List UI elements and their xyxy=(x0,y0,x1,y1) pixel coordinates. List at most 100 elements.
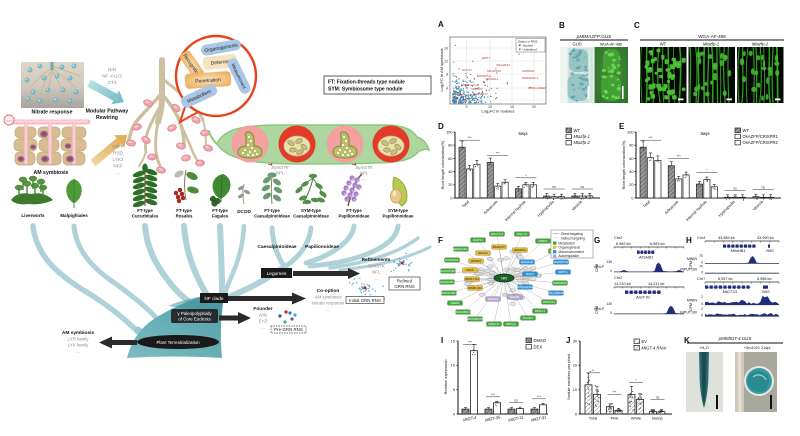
svg-text:Organogenesis: Organogenesis xyxy=(559,246,581,250)
svg-text:Total: Total xyxy=(642,199,652,209)
svg-text:AM symbiosis: AM symbiosis xyxy=(313,295,342,300)
svg-text:J: J xyxy=(566,336,570,345)
svg-text:NIN: NIN xyxy=(501,276,507,280)
svg-text:MtNCRL/W: MtNCRL/W xyxy=(514,249,526,252)
svg-text:SYM-type: SYM-type xyxy=(301,208,322,213)
svg-text:+Sm1021 21dpi: +Sm1021 21dpi xyxy=(744,346,771,350)
svg-text:WGA-AF-488: WGA-AF-488 xyxy=(600,43,622,47)
svg-text:Penetration: Penetration xyxy=(195,77,221,85)
svg-text:OsAZFP/CRISPR2: OsAZFP/CRISPR2 xyxy=(743,140,779,145)
svg-text:LYR family: LYR family xyxy=(68,337,90,342)
svg-text:RNLP: RNLP xyxy=(594,307,604,311)
svg-text:Nitrate response: Nitrate response xyxy=(312,301,345,306)
svg-text:...: ... xyxy=(278,176,282,181)
svg-text:0: 0 xyxy=(701,261,703,265)
svg-text:40: 40 xyxy=(448,170,452,174)
svg-text:MtGT-4: MtGT-4 xyxy=(526,273,534,276)
svg-text:Papilionoideae: Papilionoideae xyxy=(305,244,339,250)
svg-text:MtRNANRRNAT3: MtRNANRRNAT3 xyxy=(466,318,485,321)
svg-text:0: 0 xyxy=(701,271,703,275)
svg-text:***: *** xyxy=(649,136,654,140)
svg-text:DEX: DEX xyxy=(534,345,543,350)
svg-text:Metabolism: Metabolism xyxy=(559,241,576,245)
svg-text:100: 100 xyxy=(627,130,633,134)
svg-text:...: ... xyxy=(76,349,80,354)
svg-text:AZFP: AZFP xyxy=(112,144,124,149)
svg-text:γ Paleopolyploidy: γ Paleopolyploidy xyxy=(177,311,212,316)
svg-text:FT-type: FT-type xyxy=(264,208,280,213)
svg-text:70: 70 xyxy=(699,265,703,269)
svg-text:Mtazfp-2: Mtazfp-2 xyxy=(752,42,769,47)
svg-text:Initial GRN RNS: Initial GRN RNS xyxy=(349,298,381,303)
svg-text:CPM: CPM xyxy=(595,306,599,314)
svg-text:4: 4 xyxy=(446,86,448,90)
svg-text:H: H xyxy=(686,236,692,245)
svg-text:RSD: RSD xyxy=(113,151,123,156)
svg-text:NFL: NFL xyxy=(372,270,381,275)
svg-text:LYK3: LYK3 xyxy=(113,157,124,162)
svg-text:SYM: Symbiosome type nodule: SYM: Symbiosome type nodule xyxy=(328,87,403,93)
svg-text:Nodule numbers per plant: Nodule numbers per plant xyxy=(566,353,571,400)
svg-text:14,210 kb: 14,210 kb xyxy=(614,282,631,286)
svg-text:10: 10 xyxy=(488,105,492,109)
svg-text:Legumes: Legumes xyxy=(267,271,287,277)
svg-text:Cucurbitales: Cucurbitales xyxy=(132,214,159,219)
svg-text:***: *** xyxy=(468,341,473,345)
svg-text:MtNOOT1/2: MtNOOT1/2 xyxy=(491,233,504,236)
svg-text:0: 0 xyxy=(610,311,612,315)
svg-text:**: ** xyxy=(592,369,595,373)
svg-text:CPM: CPM xyxy=(595,264,599,272)
svg-text:16: 16 xyxy=(444,46,448,50)
svg-text:Chr2: Chr2 xyxy=(614,276,622,280)
svg-text:Direct targeting: Direct targeting xyxy=(561,232,583,236)
svg-text:Relative expression: Relative expression xyxy=(443,360,448,395)
svg-text:AtWFEND-1: AtWFEND-1 xyxy=(522,76,539,80)
svg-text:NPL: NPL xyxy=(360,171,369,176)
svg-text:6,957 kb: 6,957 kb xyxy=(718,277,733,281)
svg-text:GRN RNS: GRN RNS xyxy=(394,284,414,289)
svg-text:MtNLICFO-C: MtNLICFO-C xyxy=(461,83,479,87)
svg-text:Root length colonization(%): Root length colonization(%) xyxy=(621,140,626,190)
svg-text:MtVAMP721d: MtVAMP721d xyxy=(554,261,569,264)
svg-text:NF clade: NF clade xyxy=(204,296,224,302)
svg-text:0: 0 xyxy=(701,314,703,318)
svg-text:NtA1/C: NtA1/C xyxy=(462,68,473,72)
svg-text:15: 15 xyxy=(451,339,455,343)
svg-text:60: 60 xyxy=(629,157,633,161)
svg-text:Caesalpinioideae: Caesalpinioideae xyxy=(257,244,297,250)
svg-text:AM symbiosis: AM symbiosis xyxy=(34,170,69,176)
svg-text:SymSTK: SymSTK xyxy=(355,165,373,170)
svg-text:NIN: NIN xyxy=(259,313,267,318)
svg-text:AtMSymREM: AtMSymREM xyxy=(528,86,547,90)
svg-text:*: * xyxy=(635,379,637,383)
svg-text:...: ... xyxy=(110,85,114,90)
svg-text:FT-type: FT-type xyxy=(346,208,362,213)
svg-text:MtRAM1?: MtRAM1? xyxy=(474,92,488,96)
svg-text:G: G xyxy=(594,236,600,245)
svg-text:2: 2 xyxy=(701,307,703,311)
svg-text:Defense: Defense xyxy=(211,59,230,67)
svg-text:FT-type: FT-type xyxy=(212,208,228,213)
svg-text:MtNIGT1/L: MtNIGT1/L xyxy=(488,323,500,326)
svg-text:MtNIN: MtNIN xyxy=(687,299,698,303)
svg-text:Refined: Refined xyxy=(397,279,413,284)
svg-text:Refinements: Refinements xyxy=(362,257,391,263)
svg-text:spore: spore xyxy=(6,119,13,123)
svg-text:+H₂O: +H₂O xyxy=(699,346,708,350)
svg-text:Papilionoideae: Papilionoideae xyxy=(339,214,371,219)
svg-text:8: 8 xyxy=(446,72,448,76)
svg-text:MtVPY/L: MtVPY/L xyxy=(558,271,568,274)
svg-text:WT: WT xyxy=(743,128,750,133)
svg-text:pMtMtGT-4:GUS: pMtMtGT-4:GUS xyxy=(718,336,752,341)
svg-text:Bump: Bump xyxy=(652,416,663,421)
svg-text:0: 0 xyxy=(575,412,577,416)
svg-text:AM symbiosis: AM symbiosis xyxy=(62,330,95,336)
svg-text:MtGT-11: MtGT-11 xyxy=(508,415,524,423)
svg-text:MtDXS2/SSL: MtDXS2/SSL xyxy=(445,259,459,262)
svg-text:ns: ns xyxy=(762,186,766,190)
svg-text:pMtMAZFP:GUS: pMtMAZFP:GUS xyxy=(576,34,612,39)
svg-text:Mtazfp-2: Mtazfp-2 xyxy=(574,140,591,145)
svg-text:Total: Total xyxy=(589,416,598,421)
svg-text:MtNIN: MtNIN xyxy=(687,257,698,261)
svg-text:Undefined: Undefined xyxy=(523,48,537,52)
